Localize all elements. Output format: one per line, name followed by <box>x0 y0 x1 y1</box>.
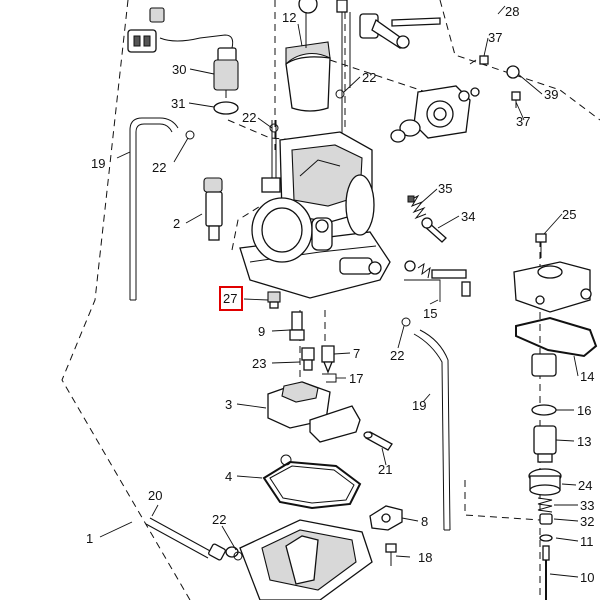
part-34-screw <box>421 217 447 243</box>
part-16-parts <box>531 353 557 416</box>
part-37-screws <box>469 55 521 108</box>
part-39-o-ring <box>506 65 520 79</box>
label-25: 25 <box>562 207 576 222</box>
part-25-screw <box>535 233 547 258</box>
label-21: 21 <box>378 462 392 477</box>
label-3: 3 <box>225 397 232 412</box>
label-22b: 22 <box>242 110 256 125</box>
part-19-left-tube <box>129 117 179 301</box>
part-12-vacuum-chamber <box>285 0 331 112</box>
part-2-starter-plunger <box>203 177 223 241</box>
label-1: 1 <box>86 531 93 546</box>
label-39: 39 <box>544 87 558 102</box>
label-8: 8 <box>421 514 428 529</box>
part-18-screw <box>385 543 397 566</box>
carburetor-body <box>239 131 391 299</box>
part-3-float <box>267 381 361 443</box>
part-31-o-ring <box>213 101 239 115</box>
label-33: 33 <box>580 498 594 513</box>
label-10: 10 <box>580 570 594 585</box>
part-9-jet-holder <box>289 311 305 341</box>
label-22e: 22 <box>212 512 226 527</box>
part-15-idle-screw <box>404 260 471 302</box>
part-27-jet <box>267 291 281 309</box>
label-28: 28 <box>505 4 519 19</box>
label-34: 34 <box>461 209 475 224</box>
label-17: 17 <box>349 371 363 386</box>
highlight-box-label-27 <box>219 286 243 311</box>
float-bowl <box>225 519 373 600</box>
label-11: 11 <box>580 534 594 549</box>
part-20-drain-tube <box>145 517 226 561</box>
label-12: 12 <box>282 10 296 25</box>
label-22d: 22 <box>390 348 404 363</box>
part-32-collar <box>539 513 553 525</box>
label-22c: 22 <box>152 160 166 175</box>
part-14-gasket <box>515 316 598 358</box>
part-33-spring <box>537 497 553 513</box>
part-23-main-jet <box>301 347 315 371</box>
reference-labels: 1 2 3 4 7 8 9 10 11 12 13 14 15 16 17 18… <box>86 4 594 585</box>
part-30-throttle-sensor <box>127 7 239 98</box>
label-24: 24 <box>578 478 592 493</box>
accelerator-pump-cover <box>390 85 480 143</box>
label-16: 16 <box>577 403 591 418</box>
part-4-float-bowl-gasket <box>262 454 362 510</box>
label-37b: 37 <box>516 114 530 129</box>
label-15: 15 <box>423 306 437 321</box>
label-4: 4 <box>225 469 232 484</box>
label-19a: 19 <box>91 156 105 171</box>
label-31: 31 <box>171 96 185 111</box>
part-21-float-pin <box>363 431 393 451</box>
label-18: 18 <box>418 550 432 565</box>
label-19b: 19 <box>412 398 426 413</box>
part-10-needle <box>542 545 550 600</box>
part-8-cover <box>369 505 403 531</box>
label-9: 9 <box>258 324 265 339</box>
label-14: 14 <box>580 369 594 384</box>
part-19-right-tube <box>413 329 451 531</box>
label-35: 35 <box>438 181 452 196</box>
label-32: 32 <box>580 514 594 529</box>
part-11-clip <box>539 534 553 542</box>
label-22a: 22 <box>362 70 376 85</box>
part-13-valve <box>533 425 557 463</box>
label-7: 7 <box>353 346 360 361</box>
label-23: 23 <box>252 356 266 371</box>
part-17-clip <box>322 373 337 383</box>
part-22-clamps <box>185 89 411 561</box>
label-13: 13 <box>577 434 591 449</box>
part-7-needle-valve <box>321 345 335 374</box>
label-20: 20 <box>148 488 162 503</box>
label-30: 30 <box>172 62 186 77</box>
label-37a: 37 <box>488 30 502 45</box>
label-2: 2 <box>173 216 180 231</box>
leader-lines <box>99 5 579 578</box>
label-27: 27 <box>223 291 237 306</box>
part-28-throttle-lever <box>359 13 441 49</box>
throttle-valve-cap <box>513 261 592 313</box>
part-35-spring <box>407 194 427 220</box>
part-24-holder <box>528 468 562 496</box>
